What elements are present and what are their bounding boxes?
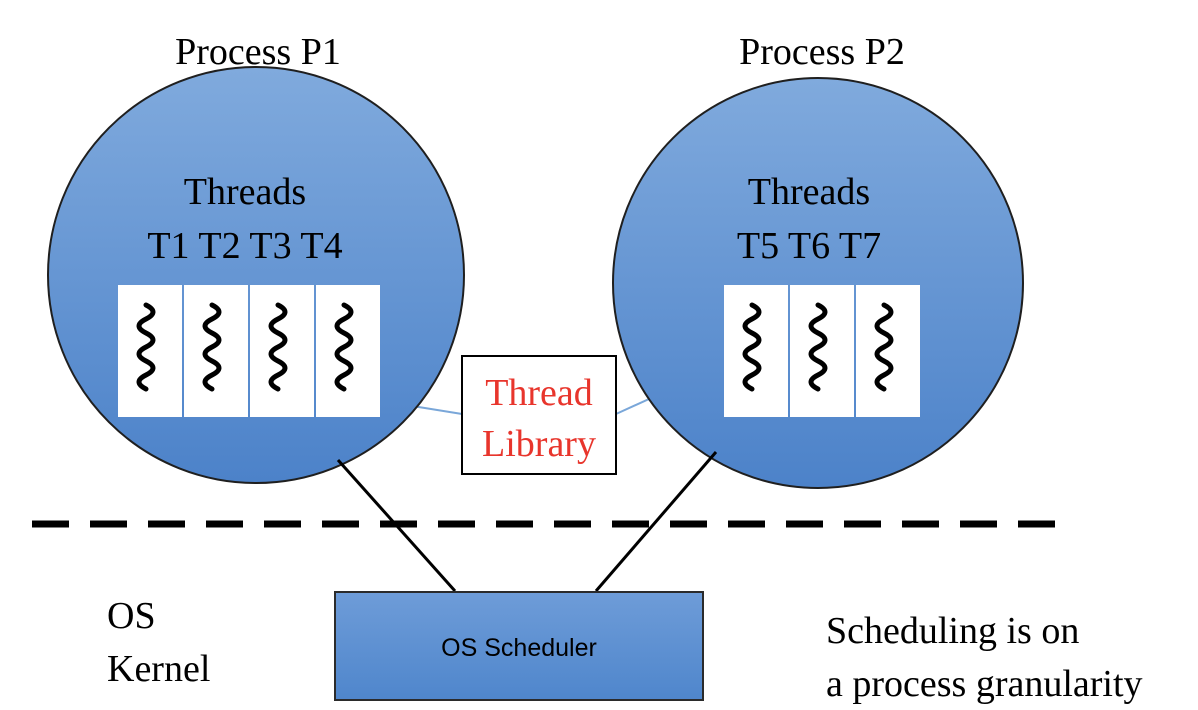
thread-library-box	[461, 355, 617, 475]
process-p2-thread-boxes	[724, 285, 920, 417]
thread-library-line1: Thread	[485, 372, 593, 414]
process-p1-thread-squiggle-icon-4	[334, 302, 354, 392]
process-p2-thread-squiggle-icon-1	[742, 302, 762, 392]
os-kernel-line2: Kernel	[107, 648, 210, 690]
process-p1-title: Process P1	[175, 31, 341, 73]
process-p2-thread-squiggle-icon-3	[874, 302, 894, 392]
process-p1-thread-squiggle-icon-1	[136, 302, 156, 392]
process-p2-threads-label: Threads	[748, 171, 870, 213]
p2-scheduler-link	[594, 451, 718, 592]
process-p1-thread-squiggle-icon-2	[202, 302, 222, 392]
os-scheduler-label: OS Scheduler	[441, 634, 597, 662]
process-p2-circle	[612, 77, 1024, 489]
scheduling-note-line1: Scheduling is on	[826, 610, 1079, 652]
process-p1-threads-label: Threads	[184, 171, 306, 213]
os-kernel-line1: OS	[107, 595, 156, 637]
process-p2-thread-squiggle-icon-2	[808, 302, 828, 392]
process-p1-thread-squiggle-icon-3	[268, 302, 288, 392]
thread-library-line2: Library	[482, 423, 596, 465]
process-p1-circle	[47, 66, 465, 484]
p1-scheduler-link	[336, 459, 457, 592]
os-scheduler-box	[334, 591, 704, 701]
process-p2-title: Process P2	[739, 31, 905, 73]
process-p1-thread-ids: T1 T2 T3 T4	[147, 225, 342, 267]
process-p2-thread-ids: T5 T6 T7	[737, 225, 881, 267]
process-p1-thread-boxes	[118, 285, 380, 417]
scheduling-note-line2: a process granularity	[826, 663, 1143, 705]
